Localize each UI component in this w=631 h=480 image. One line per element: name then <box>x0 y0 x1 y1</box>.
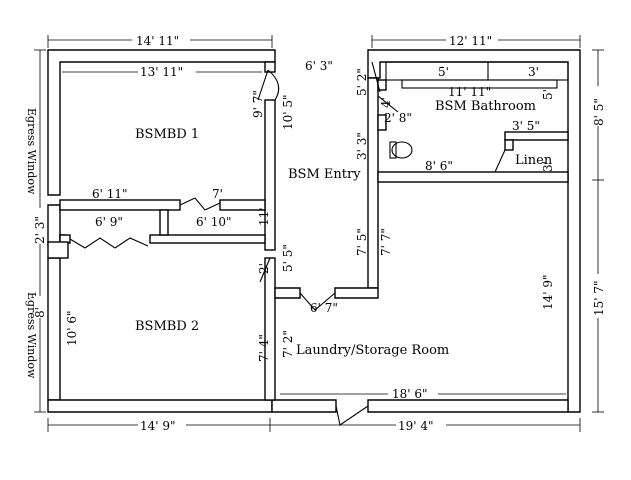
interior-walls <box>47 61 569 401</box>
window-label-egress-top: Egress Window <box>25 108 38 195</box>
dim-entry-5-5: 5' 5" <box>281 244 295 272</box>
dim-right-8-5: 8' 5" <box>592 98 606 126</box>
dim-bath-5: 5' <box>438 65 449 79</box>
dim-laundry-14-9: 14' 9" <box>541 274 555 310</box>
dim-entry-7-5: 7' 5" <box>355 228 369 256</box>
dim-hall-6-11: 6' 11" <box>92 187 128 201</box>
dim-bath-11-11: 11' 11" <box>448 85 491 99</box>
room-label-bedroom2: BSMBD 2 <box>135 319 199 334</box>
room-label-bedroom1: BSMBD 1 <box>135 127 199 142</box>
doors <box>69 61 506 426</box>
dim-bd1-9-7: 9' 7" <box>251 90 265 118</box>
dim-top-right: 12' 11" <box>449 34 492 48</box>
dimension-labels-horizontal: 14' 11" 12' 11" 13' 11" 6' 3" 5' 3' 11' … <box>62 33 566 433</box>
dim-bd2-7-4: 7' 4" <box>257 334 271 362</box>
dim-top-left: 14' 11" <box>136 34 179 48</box>
dim-laundry-7-2: 7' 2" <box>281 330 295 358</box>
dim-linen-3: 3' <box>541 161 555 172</box>
dim-hall-6-9: 6' 9" <box>95 215 123 229</box>
dim-bath-5-2: 5' 2" <box>355 68 369 96</box>
dim-hall-6-10: 6' 10" <box>196 215 232 229</box>
dim-entry-10-5: 10' 5" <box>281 94 295 130</box>
dim-bottom-left: 14' 9" <box>140 419 176 433</box>
dimension-labels-vertical: 9' 7" 10' 5" 5' 2" 4' 3' 3" 5' 3' 8' 5" … <box>33 68 606 362</box>
dim-laundry-18-6: 18' 6" <box>392 387 428 401</box>
dim-hall-7: 7' <box>212 187 223 201</box>
dim-entry-6-7: 6' 7" <box>310 301 338 315</box>
exterior-walls <box>47 49 581 413</box>
dim-hall-11: 11' <box>257 207 271 226</box>
dim-bd2-10-6: 10' 6" <box>65 310 79 346</box>
dim-bd1-width: 13' 11" <box>140 65 183 79</box>
dim-left-2-3: 2' 3" <box>33 216 47 244</box>
dim-entry-top: 6' 3" <box>305 59 333 73</box>
dim-bath-8-6: 8' 6" <box>425 159 453 173</box>
dim-entry-2: 2' <box>257 263 271 274</box>
dim-bath-4: 4' <box>379 97 393 108</box>
room-label-linen: Linen <box>515 153 553 168</box>
dim-bath-3-3: 3' 3" <box>355 132 369 160</box>
dim-bath-3-5: 3' 5" <box>512 119 540 133</box>
room-label-bathroom: BSM Bathroom <box>435 99 536 114</box>
dim-bath-3: 3' <box>528 65 539 79</box>
dim-left-8: 8' <box>33 307 47 318</box>
dim-bath-right-5: 5' <box>541 89 555 100</box>
dim-right-15-7: 15' 7" <box>592 280 606 316</box>
room-label-entry: BSM Entry <box>288 167 361 182</box>
outer-dimension-lines <box>34 35 604 432</box>
dim-laundry-7-7: 7' 7" <box>379 228 393 256</box>
dim-bath-2-8: 2' 8" <box>384 111 412 125</box>
dim-bottom-right: 19' 4" <box>398 419 434 433</box>
room-label-laundry: Laundry/Storage Room <box>296 343 449 358</box>
